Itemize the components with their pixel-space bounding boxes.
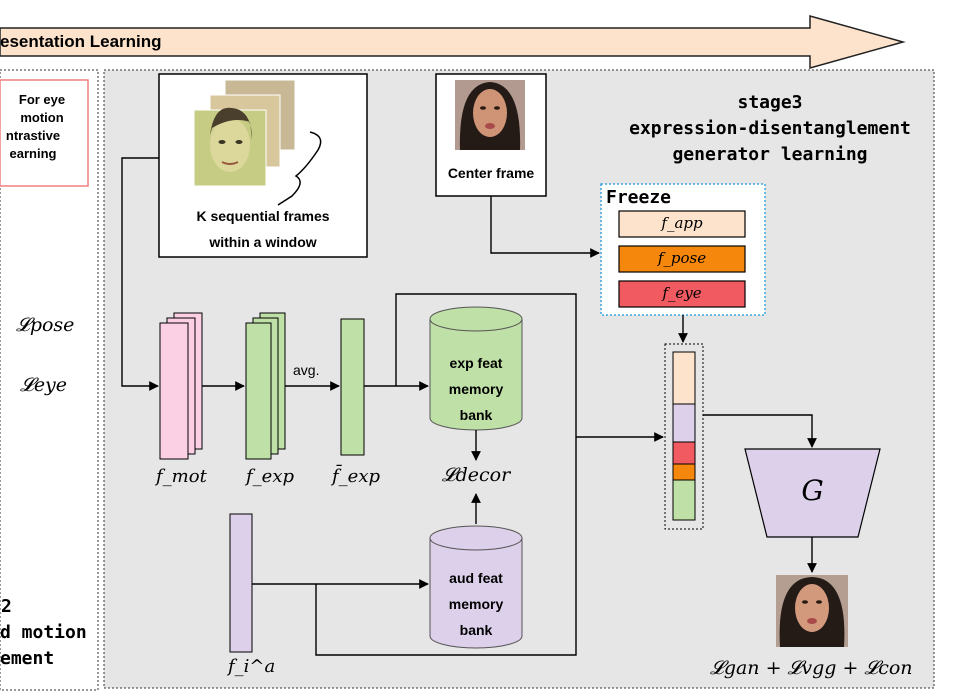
center-frame-label: Center frame — [447, 165, 535, 181]
exp-bank-line-1: exp feat — [449, 355, 503, 371]
output-face-photo — [776, 575, 848, 647]
left-stage-line-1: 2 — [1, 596, 12, 617]
left-stage-line-2: d motion — [0, 622, 87, 643]
f-eye-label: f_eye — [662, 284, 702, 302]
aud-bank-line-2: memory — [448, 596, 504, 612]
left-note-box — [0, 79, 89, 187]
generator-label: G — [801, 474, 824, 507]
concat-vector — [672, 351, 696, 521]
center-frame-photo — [455, 80, 525, 150]
aud-bank-line-1: aud feat — [449, 570, 503, 586]
left-note-line-1: For eye — [18, 92, 66, 107]
f-mot-stack — [159, 312, 203, 460]
loss-decor: 𝓛decor — [441, 464, 511, 486]
left-note-line-3: ntrastive — [5, 128, 61, 143]
exp-memory-cylinder — [429, 306, 523, 431]
stage3-subtitle-1: expression-disentanglement — [629, 118, 911, 139]
generator-trapezoid — [744, 448, 881, 538]
f-exp-bar-label: f̄_exp — [332, 466, 380, 487]
stage3-title: stage3 — [737, 92, 803, 113]
exp-bank-line-2: memory — [448, 381, 504, 397]
banner-label: esentation Learning — [0, 32, 162, 51]
concat-vector-frame — [664, 343, 704, 530]
f-mot-label: f_mot — [156, 466, 207, 487]
f-exp-bar-block — [340, 318, 365, 456]
loss-pose: 𝓛pose — [16, 314, 75, 336]
f-eye-box — [618, 280, 746, 308]
f-pose-label: f_pose — [657, 249, 707, 267]
f-app-label: f_app — [661, 214, 703, 232]
frames-label-1: K sequential frames — [196, 208, 330, 224]
f-exp-label: f_exp — [246, 466, 294, 487]
stage3-subtitle-2: generator learning — [672, 144, 868, 165]
curly-brace — [277, 131, 322, 206]
f-pose-box — [618, 245, 746, 273]
left-stage-line-3: ement — [0, 648, 55, 669]
aud-memory-cylinder — [429, 525, 523, 649]
f-i-a-label: f_i^a — [228, 656, 276, 677]
f-exp-stack — [245, 312, 286, 460]
banner-arrow — [0, 15, 906, 69]
frames-label-2: within a window — [209, 234, 317, 250]
left-note-line-4: earning — [9, 146, 57, 161]
loss-eye: 𝓛eye — [20, 374, 68, 396]
frame-stack — [193, 79, 296, 187]
final-loss: 𝓛gan + 𝓛vgg + 𝓛con — [710, 657, 913, 679]
left-note-line-2: motion — [20, 110, 64, 125]
exp-bank-line-3: bank — [459, 407, 493, 423]
aud-bank-line-3: bank — [459, 622, 493, 638]
f-i-a-block — [229, 513, 253, 653]
avg-label: avg. — [293, 362, 320, 378]
connectors — [121, 157, 817, 656]
f-app-box — [618, 210, 746, 238]
freeze-title: Freeze — [606, 187, 672, 208]
